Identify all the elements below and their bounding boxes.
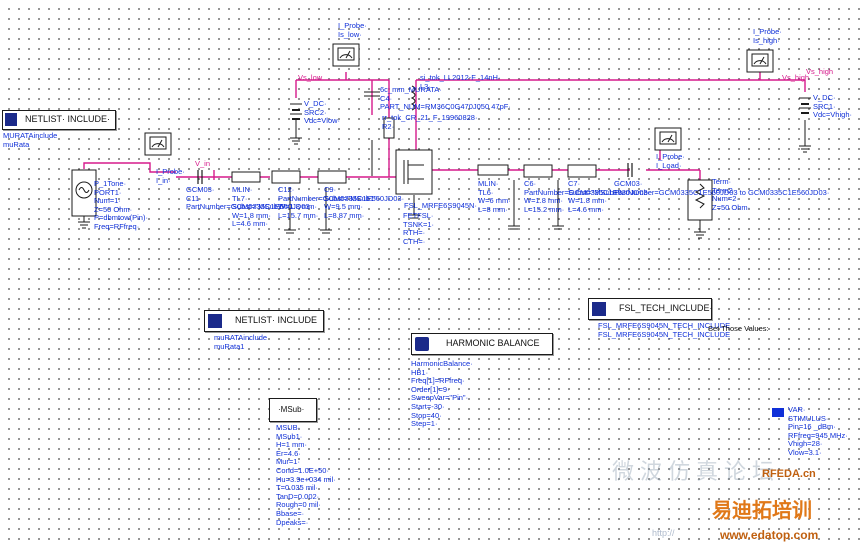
termination-icon[interactable] — [687, 179, 713, 221]
current-probe-icon[interactable] — [144, 132, 172, 156]
current-probe-icon[interactable] — [746, 49, 774, 73]
netlist-include-params: MURATAinclude muRata — [3, 131, 58, 149]
inductor-l3-label: si_tok_LL2012-F_14nH· L3· — [420, 73, 501, 91]
fet-transistor-icon[interactable] — [395, 149, 433, 195]
tl4-label: C7· Subst="MSub1"· W=1.8 mm· L=4.6 mm· — [568, 179, 624, 214]
tl7-label: MLIN· TL7· Subst="MSub1"· W=1.8 mm· L=4.… — [232, 185, 288, 229]
vdc-src1-label: V_DC· SRC1· Vdc=Vhigh· — [813, 93, 852, 120]
vdc-src2-label: V_DC· SRC2· Vdc=Vlow· — [304, 99, 341, 126]
net-v-in: V_in — [195, 159, 211, 168]
watermark-forum: 微波仿真论坛 — [612, 460, 781, 485]
watermark-rfeda: RFEDA.cn — [762, 468, 816, 480]
fet-part-label: FSL_MRFE6S9045N· — [404, 201, 477, 210]
current-probe-icon[interactable] — [654, 127, 682, 151]
net-vs-high: Vs_high — [782, 73, 810, 82]
c11-label: GCM03· C11· PartNumber=GCM0335C1E560JD03… — [186, 185, 313, 212]
netlist-include-box-2[interactable]: NETLIST· INCLUDE — [204, 310, 324, 332]
netlist-include-box[interactable]: NETLIST· INCLUDE· — [2, 110, 116, 130]
harmonic-balance-box[interactable]: HARMONIC BALANCE — [411, 333, 553, 355]
netlist-icon — [592, 302, 606, 316]
set-values-note: Set Those Values: — [708, 324, 769, 333]
simulation-icon — [415, 337, 429, 351]
probe-low-label: I_Probe· Is_low· — [338, 21, 367, 39]
var-stimulus-params: VAR· STIMULUS· Pin=16 _dBm· RFfreq=945 M… — [788, 405, 848, 457]
dc-source-icon[interactable] — [290, 103, 302, 120]
dc-source-icon[interactable] — [799, 97, 811, 114]
resistor-icon[interactable] — [383, 117, 395, 139]
term2-label: Term· Term2· Num=2· Z=50 Ohm· — [712, 177, 751, 212]
var-icon[interactable] — [772, 408, 784, 417]
watermark-edatop-cn: 易迪拓培训 — [712, 500, 812, 522]
net-vs-low: Vs_low — [298, 73, 323, 82]
watermark-http: http:// — [652, 528, 675, 538]
net-vs-high-2: Vs_high — [806, 67, 834, 76]
resistor-r2-label: rr_tok_CR_21_F_19960828· R2· — [382, 113, 478, 131]
tl2-label: C12· PartNumber=GCM0335C1E560JD03· W=1.8… — [278, 185, 405, 220]
msub-title: ·MSub· — [278, 405, 305, 414]
probe-load-label: I_Probe· I_Load· — [656, 152, 685, 170]
probe-high-label: I_Probe· Is_high· — [753, 27, 782, 45]
fet-label: FETFSL· TSNK=1· RTH=· CTH=· — [403, 211, 435, 246]
watermark-url: www.edatop.com — [720, 528, 819, 542]
fsl-tech-include-params: FSL_MRFE6S9045N_TECH_INCLUDE FSL_MRFE6S9… — [598, 321, 731, 339]
msub-box[interactable]: ·MSub· — [269, 398, 317, 422]
capacitor-icon[interactable] — [364, 91, 380, 97]
harmonic-balance-params: HarmonicBalance· HB1· Freq[1]=RFfreq· Or… — [411, 359, 473, 429]
transmission-line-icon[interactable] — [231, 164, 597, 184]
capacitor-icon[interactable] — [627, 163, 633, 177]
netlist-icon — [208, 314, 222, 328]
tl3-label: C9· Subst="MSub1"· W=9.5 mm· L=8.87 mm· — [324, 185, 380, 220]
cap-c4-label: 6c_mm_MURATA· C4· PART_NUM=RM36C0G470J05… — [380, 85, 511, 112]
msub-params: MSUB· MSub1· H=1 mm· Er=4.6· Mur=1· Cond… — [276, 423, 336, 527]
c-out-label: GCM03· PartNumber=GCM0335C1E560JD03 to G… — [614, 179, 830, 197]
port1-label: P_1Tone· PORT1· Num=1· Z=50 Ohm· P=dbmto… — [94, 179, 148, 231]
netlist-include-title-2: NETLIST· INCLUDE — [235, 315, 318, 325]
probe-in-label: I_Probe· I_in· — [156, 167, 185, 185]
port-source-icon[interactable] — [71, 169, 97, 217]
tl6-label: MLIN· TL6· W=6 mm· L=8 mm· — [478, 179, 511, 214]
capacitor-icon[interactable] — [197, 170, 203, 184]
tl5-label: C6· PartNumber=GCM0335C1E830JD03· W=1.8 … — [524, 179, 651, 214]
inductor-icon[interactable] — [410, 85, 416, 111]
netlist-icon — [5, 113, 17, 126]
netlist-include-title: NETLIST· INCLUDE· — [25, 114, 111, 124]
harmonic-balance-title: HARMONIC BALANCE — [446, 338, 540, 348]
fsl-tech-include-title: FSL_TECH_INCLUDE· — [619, 303, 713, 313]
netlist-include-params-2: muRATAinclude muRata1 — [214, 333, 268, 351]
fsl-tech-include-box[interactable]: FSL_TECH_INCLUDE· — [588, 298, 713, 320]
current-probe-icon[interactable] — [332, 43, 360, 67]
